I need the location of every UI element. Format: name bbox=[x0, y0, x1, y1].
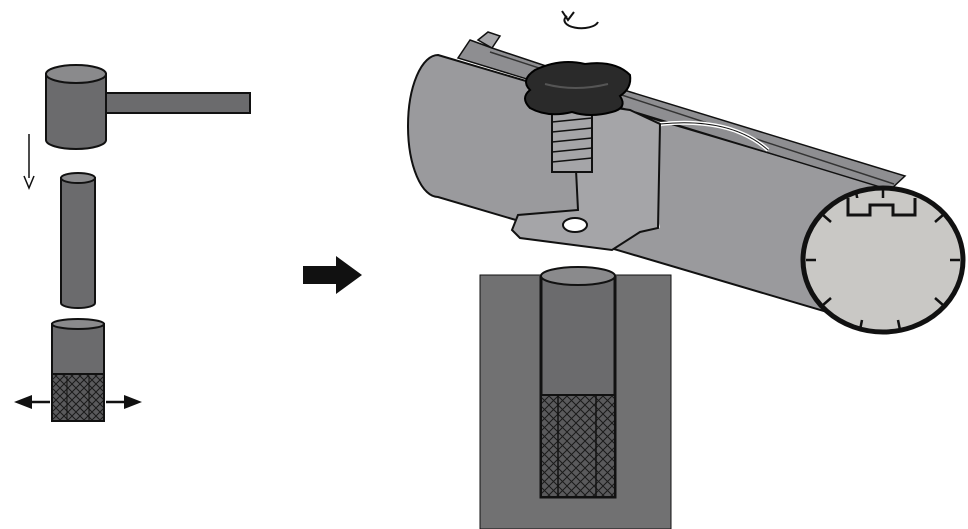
tube-assembly bbox=[407, 10, 966, 335]
pin-icon bbox=[60, 172, 96, 309]
right-arrow-icon bbox=[106, 395, 142, 409]
mesh-insert-icon bbox=[51, 318, 105, 422]
threaded-bolt bbox=[551, 111, 593, 173]
hammer-head bbox=[45, 73, 107, 150]
hammer-handle bbox=[99, 92, 251, 114]
clamp-bracket bbox=[510, 98, 662, 252]
right-big-arrow-icon bbox=[303, 256, 362, 294]
tube-end bbox=[800, 185, 966, 335]
hammer-head-top bbox=[45, 64, 107, 84]
bracket-hole bbox=[562, 217, 588, 233]
down-arrow-icon bbox=[23, 134, 35, 190]
rotate-arrow-icon bbox=[561, 10, 599, 30]
star-knob bbox=[524, 61, 632, 116]
left-arrow-icon bbox=[14, 395, 50, 409]
hammer-icon bbox=[45, 64, 251, 150]
mounting-block bbox=[479, 266, 672, 529]
